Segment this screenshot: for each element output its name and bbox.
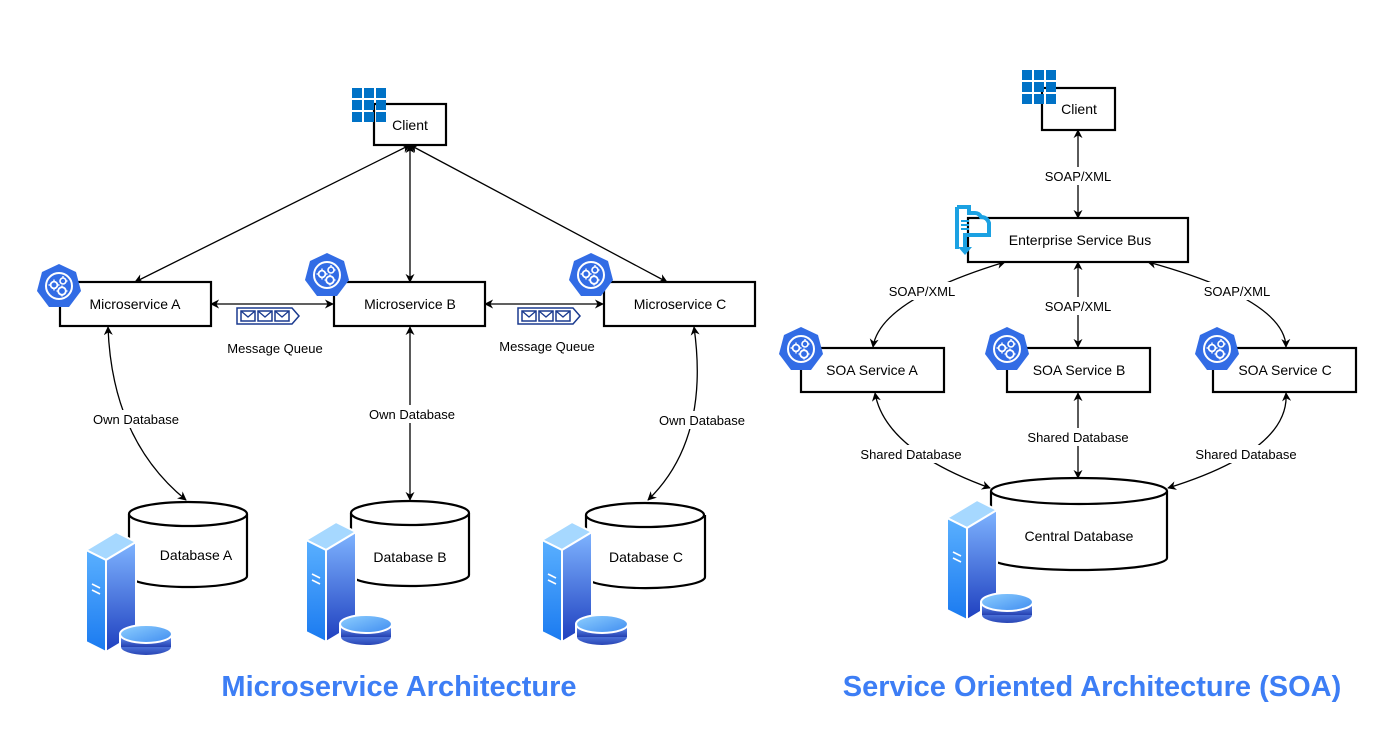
enterprise-service-bus-box[interactable] xyxy=(966,216,1190,264)
database-a-label: Database A xyxy=(160,547,233,563)
database-c-label: Database C xyxy=(609,549,683,565)
database-b-node[interactable]: Database B xyxy=(305,499,471,647)
message-queue-1: Message Queue xyxy=(227,307,323,356)
own-database-label-b: Own Database xyxy=(369,407,455,422)
message-queue-label: Message Queue xyxy=(499,339,594,354)
edge-esb-to-soa-service-c xyxy=(1147,259,1291,348)
microservice-a-label: Microservice A xyxy=(89,296,181,312)
edge-soa-service-a-to-central-database xyxy=(871,392,991,490)
client-box[interactable] xyxy=(372,102,448,147)
shared-database-label-c: Shared Database xyxy=(1195,447,1296,462)
soa-service-c-node[interactable]: SOA Service C xyxy=(1194,326,1358,394)
windows-grid-icon xyxy=(1022,70,1056,104)
client-label: Client xyxy=(392,117,428,133)
database-c-node[interactable]: Database C xyxy=(541,501,707,647)
soap-xml-label-client: SOAP/XML xyxy=(1045,169,1111,184)
microservice-c-node[interactable]: Microservice C xyxy=(568,252,757,328)
message-queue-2: Message Queue xyxy=(499,307,595,354)
soa-architecture-title: Service Oriented Architecture (SOA) xyxy=(843,671,1342,703)
message-queue-icon xyxy=(517,307,581,325)
message-queue-label: Message Queue xyxy=(227,341,322,356)
soa-service-c-label: SOA Service C xyxy=(1238,362,1331,378)
microservice-architecture: Client Microservice A Microservice B Mic… xyxy=(36,88,757,703)
soa-client-node[interactable]: Client xyxy=(1022,70,1117,132)
own-database-label-c: Own Database xyxy=(659,413,745,428)
message-queue-icon xyxy=(236,307,300,325)
soap-xml-label-b: SOAP/XML xyxy=(1045,299,1111,314)
edge-soa-service-c-to-central-database xyxy=(1167,392,1292,490)
soap-xml-label-a: SOAP/XML xyxy=(889,284,955,299)
central-database-label: Central Database xyxy=(1025,528,1134,544)
microservice-b-label: Microservice B xyxy=(364,296,456,312)
own-database-label-a: Own Database xyxy=(93,412,179,427)
database-b-label: Database B xyxy=(373,549,446,565)
soa-service-b-label: SOA Service B xyxy=(1033,362,1126,378)
edge-esb-to-soa-service-a xyxy=(869,260,1006,348)
microservice-c-label: Microservice C xyxy=(634,296,727,312)
soa-service-a-label: SOA Service A xyxy=(826,362,918,378)
enterprise-service-bus-label: Enterprise Service Bus xyxy=(1009,232,1151,248)
shared-database-label-a: Shared Database xyxy=(860,447,961,462)
enterprise-service-bus-node[interactable]: Enterprise Service Bus xyxy=(955,205,1190,264)
soa-service-a-node[interactable]: SOA Service A xyxy=(778,326,946,394)
microservice-c-box[interactable] xyxy=(602,280,757,328)
soa-service-a-box[interactable] xyxy=(799,346,946,394)
shared-database-label-b: Shared Database xyxy=(1027,430,1128,445)
database-a-node[interactable]: Database A xyxy=(85,500,249,657)
soap-xml-label-c: SOAP/XML xyxy=(1204,284,1270,299)
soa-architecture: Client SOAP/XML Enterprise Service Bus S… xyxy=(778,70,1358,703)
microservice-architecture-title: Microservice Architecture xyxy=(221,671,576,703)
edge-client-to-microservice-c xyxy=(409,144,668,283)
central-database-node[interactable]: Central Database xyxy=(946,476,1169,625)
edge-client-to-microservice-a xyxy=(134,144,411,283)
microservice-a-node[interactable]: Microservice A xyxy=(36,263,213,328)
microservice-b-node[interactable]: Microservice B xyxy=(304,252,487,328)
soa-client-label: Client xyxy=(1061,101,1097,117)
windows-grid-icon xyxy=(352,88,386,122)
soa-service-b-box[interactable] xyxy=(1005,346,1152,394)
microservice-b-box[interactable] xyxy=(332,280,487,328)
client-node[interactable]: Client xyxy=(352,88,448,147)
soa-service-b-node[interactable]: SOA Service B xyxy=(984,326,1152,394)
